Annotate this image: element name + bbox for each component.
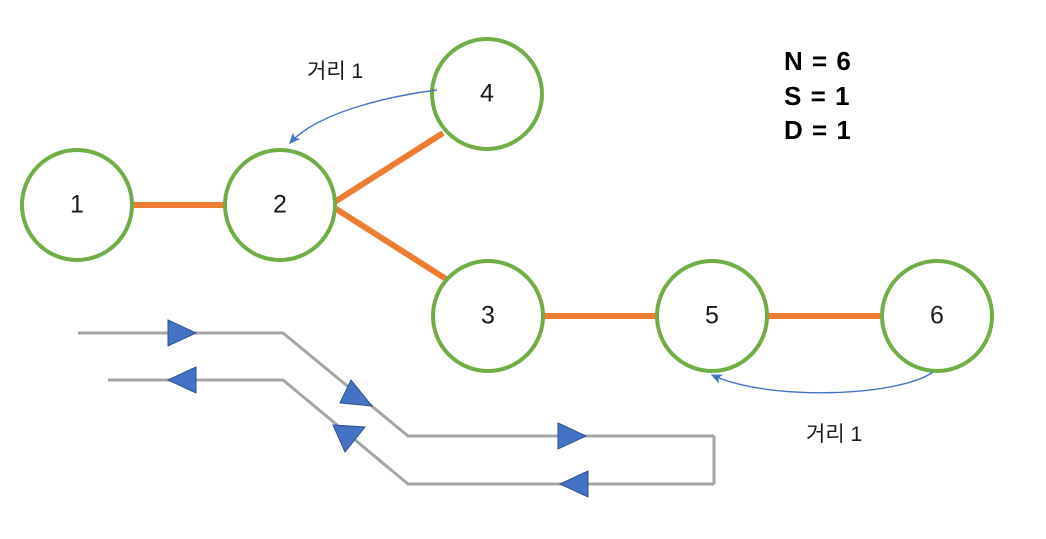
distance-curve-6-to-5 <box>710 371 934 394</box>
pipeline-arrow-left-second <box>166 366 197 394</box>
node-2-label: 2 <box>273 191 287 219</box>
distance-curve-group <box>289 89 934 394</box>
node-1-label: 1 <box>70 191 84 219</box>
node-6[interactable]: 6 <box>880 259 994 373</box>
distance-curve-4-to-2 <box>289 89 438 145</box>
pipeline-arrow-right-top <box>167 319 198 347</box>
pipeline-arrow-diagonal-up <box>339 379 374 407</box>
stat-s: S = 1 <box>784 80 851 111</box>
node-5-circle[interactable] <box>655 259 769 373</box>
edge-2-3 <box>328 202 448 282</box>
node-2-circle[interactable] <box>223 148 337 262</box>
node-6-label: 6 <box>930 302 944 330</box>
distance-label-top: 거리 1 <box>307 60 364 83</box>
node-2[interactable]: 2 <box>223 148 337 262</box>
node-1-circle[interactable] <box>20 148 134 262</box>
node-3-circle[interactable] <box>431 259 545 373</box>
node-4-circle[interactable] <box>430 37 544 151</box>
stats-block: N = 6 S = 1 D = 1 <box>784 44 852 148</box>
node-group: 1 2 3 4 5 6 <box>20 37 994 373</box>
edge-2-4 <box>328 130 445 208</box>
pipeline-outbound-path <box>78 331 714 438</box>
distance-label-bottom: 거리 1 <box>806 423 863 446</box>
pipeline-arrow-diagonal-down <box>332 424 366 453</box>
node-5[interactable]: 5 <box>655 259 769 373</box>
node-4-label: 4 <box>480 80 494 108</box>
pipeline-arrow-left-bottom <box>558 470 589 498</box>
pipeline-group <box>78 319 716 498</box>
pipeline-return-path <box>108 378 714 486</box>
node-1[interactable]: 1 <box>20 148 134 262</box>
node-6-circle[interactable] <box>880 259 994 373</box>
edge-group <box>132 130 882 319</box>
pipeline-arrow-right-bottom <box>557 422 588 450</box>
stat-d: D = 1 <box>784 115 852 146</box>
node-4[interactable]: 4 <box>430 37 544 151</box>
node-3-label: 3 <box>481 302 495 330</box>
node-5-label: 5 <box>705 302 719 330</box>
node-3[interactable]: 3 <box>431 259 545 373</box>
stat-n: N = 6 <box>784 46 852 76</box>
